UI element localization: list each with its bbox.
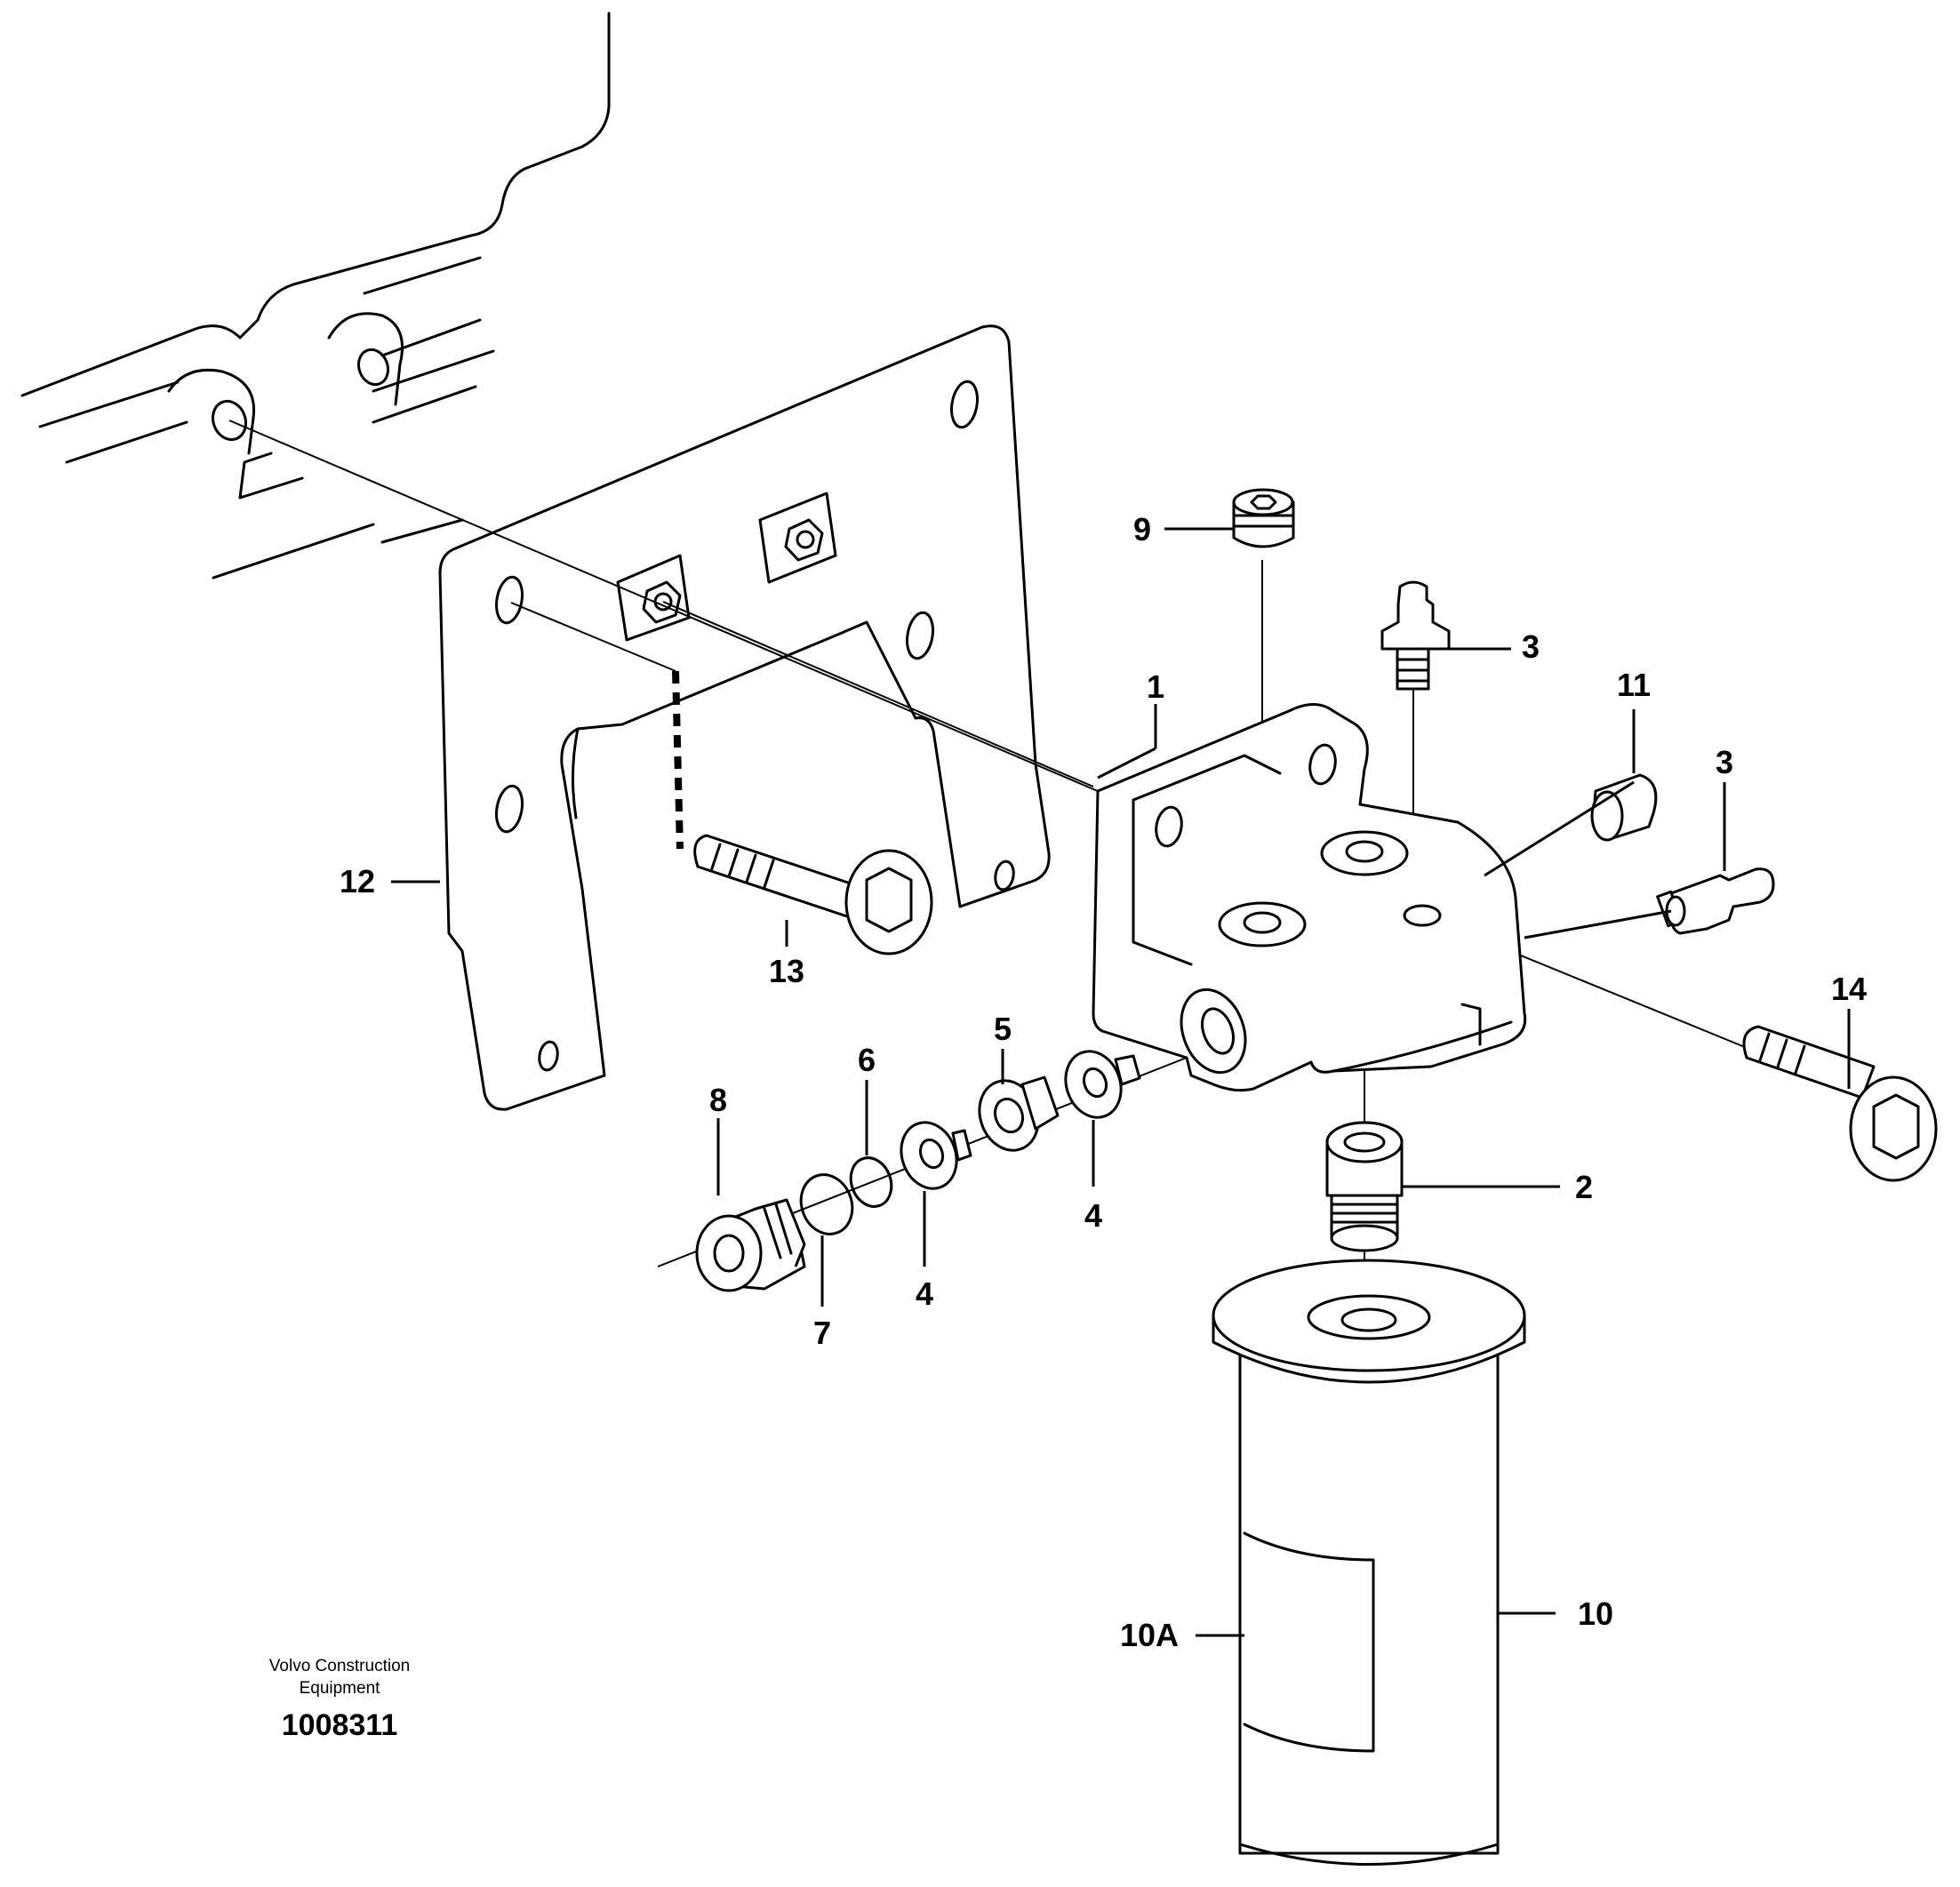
company-name-line1: Volvo Construction [269, 1657, 410, 1675]
part-11-plug [1590, 773, 1658, 842]
callout-10a: 10A [1120, 1617, 1179, 1653]
mounting-bracket [438, 324, 1051, 1111]
part-4-washer-left [900, 1121, 972, 1190]
part-2-center-nipple [1325, 1121, 1404, 1252]
part-9-plug [1232, 488, 1295, 548]
part-8-fitting [695, 1198, 806, 1292]
part-10-filter [1212, 1259, 1526, 1866]
callout-labels: 1 9 3 11 3 12 13 14 5 6 8 4 4 7 2 10 10A [340, 511, 1867, 1653]
callout-3-top: 3 [1522, 628, 1540, 665]
part-5-valve [978, 1075, 1060, 1152]
leader-lines [391, 527, 1851, 1637]
callout-8: 8 [709, 1082, 727, 1118]
callout-14: 14 [1831, 971, 1867, 1007]
part-14-bolt [1742, 1025, 1938, 1182]
callout-4-left: 4 [916, 1275, 933, 1312]
callout-10: 10 [1578, 1595, 1613, 1632]
part-4-washer-right [1064, 1050, 1141, 1119]
callout-11: 11 [1617, 667, 1651, 703]
part-6-o-ring [849, 1156, 893, 1208]
callout-1: 1 [1147, 668, 1164, 705]
part-3-bleed-nipple-right [1656, 868, 1775, 935]
drawing-number: 1008311 [282, 1708, 398, 1742]
callout-6: 6 [858, 1042, 876, 1078]
part-3-bleed-nipple-top [1380, 580, 1451, 691]
company-name-line2: Equipment [300, 1679, 381, 1698]
part-13-bolt [693, 834, 933, 955]
callout-3-right: 3 [1716, 744, 1733, 780]
callout-2: 2 [1575, 1169, 1593, 1205]
callout-4-right: 4 [1084, 1197, 1102, 1234]
callout-5: 5 [994, 1011, 1012, 1047]
callout-13: 13 [769, 953, 804, 989]
filter-head [1092, 703, 1527, 1092]
drawing-footer: Volvo Construction Equipment 1008311 [269, 1657, 410, 1742]
callout-7: 7 [813, 1315, 831, 1351]
part-7-o-ring [799, 1173, 854, 1235]
callout-9: 9 [1133, 511, 1151, 548]
callout-12: 12 [340, 863, 375, 900]
dashed-routing-line [672, 670, 684, 850]
engine-block-outline [20, 12, 611, 580]
